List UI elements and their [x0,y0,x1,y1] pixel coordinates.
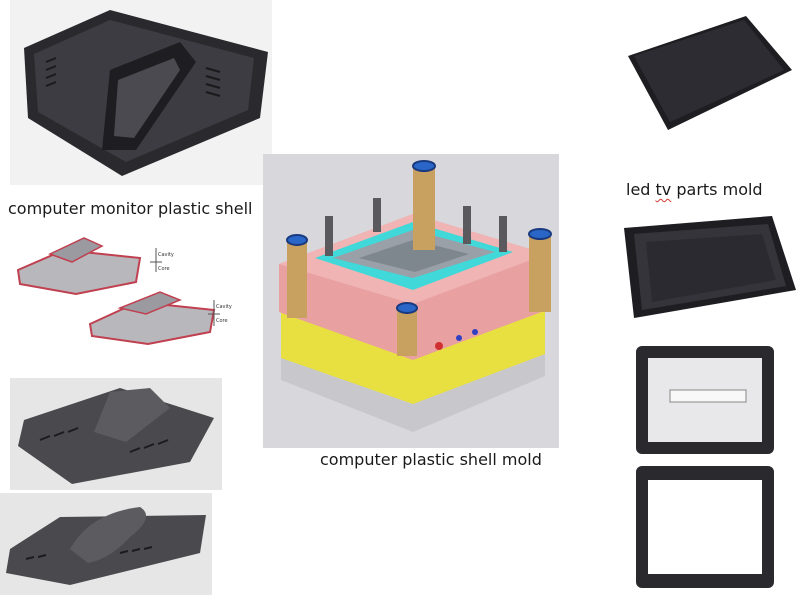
shell-render-icon [0,493,212,595]
monitor-back-shell-icon [10,0,272,185]
injection-mold-image [263,154,559,448]
label-cavity-2: Cavity [216,304,232,310]
caption-plastic-shell-mold: computer plastic shell mold [320,450,542,469]
label-cavity-1: Cavity [158,252,174,258]
caption-tv-prefix: led [626,180,656,199]
tablet-frame-icon [630,342,780,594]
caption-tv-parts-mold: led tv parts mold [626,180,763,199]
tv-back-panel-icon [622,16,796,140]
shell-render-icon [10,378,222,490]
injection-mold-3d-icon [263,154,559,448]
caption-tv-suffix: parts mold [671,180,763,199]
label-core-2: Core [216,318,228,324]
label-core-1: Core [158,266,170,272]
caption-monitor-shell: computer monitor plastic shell [8,199,253,218]
tv-frame-image [622,214,798,320]
shell-render-image-1 [10,378,222,490]
shell-render-image-2 [0,493,212,595]
tv-frame-icon [622,214,798,320]
caption-tv-flagged: tv [655,180,672,199]
tablet-frame-image [630,342,780,594]
monitor-back-shell-image [10,0,272,185]
tv-back-panel-image [622,16,796,140]
cavity-core-diagram-icon: Cavity Core Cavity Core [10,228,232,352]
cavity-core-diagram-image: Cavity Core Cavity Core [10,228,232,352]
